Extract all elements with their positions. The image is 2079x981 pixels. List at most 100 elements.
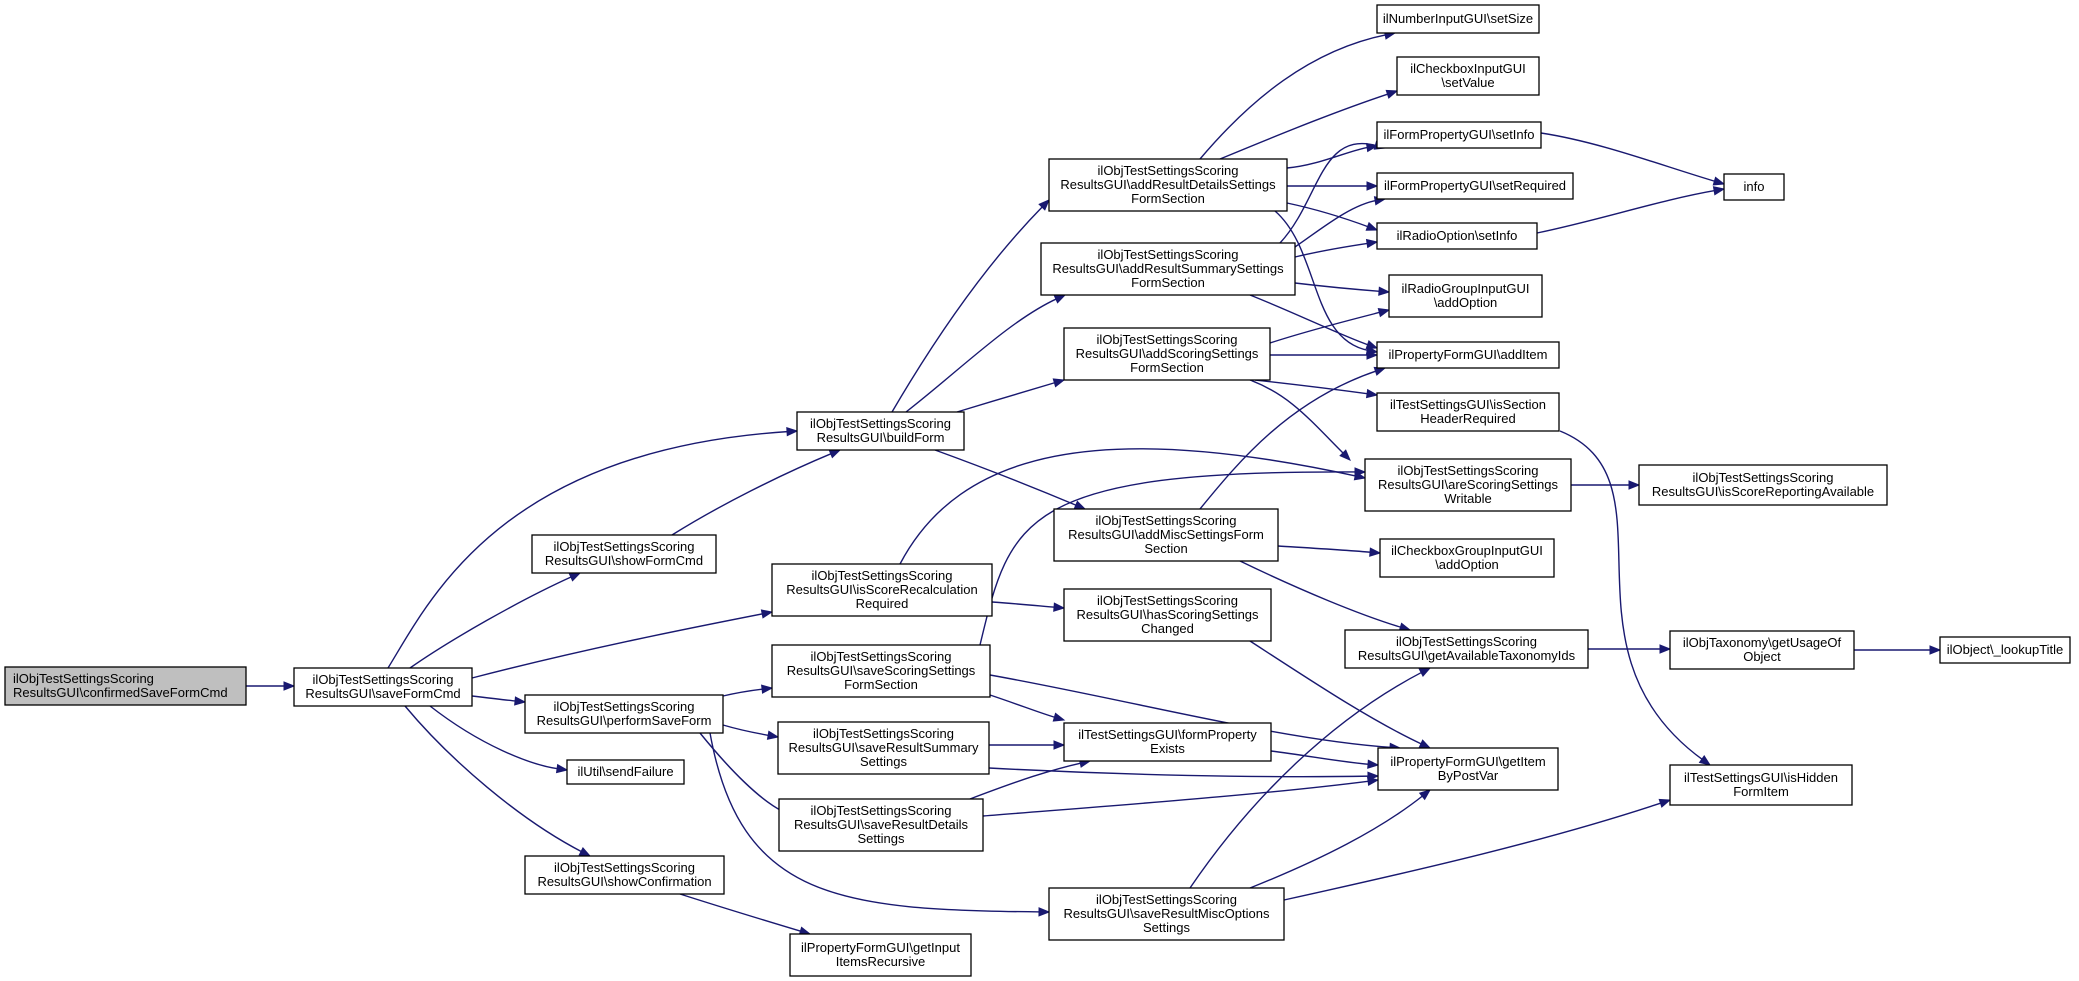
arrow-head-icon	[1365, 388, 1379, 399]
edge-line	[989, 694, 1057, 719]
function-node[interactable]: info	[1723, 173, 1785, 201]
node-label-line: ilObjTestSettingsScoring	[1098, 247, 1239, 262]
function-node[interactable]: ilObjTestSettingsScoringResultsGUI\hasSc…	[1063, 588, 1272, 642]
edge-n9-to-n22	[1294, 238, 1379, 258]
edge-line	[722, 688, 765, 697]
function-node[interactable]: ilObjTestSettingsScoringResultsGUI\showC…	[524, 855, 725, 895]
node-label-line: ilNumberInputGUI\setSize	[1383, 11, 1533, 26]
node-label-line: ResultsGUI\isScoreReportingAvailable	[1652, 484, 1874, 499]
function-node[interactable]: ilObjTestSettingsScoringResultsGUI\perfo…	[524, 694, 724, 734]
function-node[interactable]: ilCheckboxGroupInputGUI\addOption	[1379, 538, 1555, 578]
arrow-head-icon	[1038, 907, 1051, 917]
arrow-head-icon	[1712, 186, 1726, 196]
function-node[interactable]: ilUtil\sendFailure	[566, 759, 685, 785]
function-node[interactable]: ilObjTestSettingsScoringResultsGUI\areSc…	[1364, 458, 1572, 512]
arrow-head-icon	[1659, 644, 1672, 654]
function-node[interactable]: ilObjTestSettingsScoringResultsGUI\addRe…	[1040, 242, 1296, 296]
node-label-line: FormSection	[1131, 275, 1205, 290]
node-label-line: ResultsGUI\saveFormCmd	[305, 686, 460, 701]
edge-line	[1286, 146, 1370, 169]
root-function-node[interactable]: ilObjTestSettingsScoringResultsGUI\confi…	[4, 666, 247, 706]
function-node[interactable]: ilObjTestSettingsScoringResultsGUI\build…	[796, 411, 965, 451]
node-box	[1063, 327, 1271, 381]
edge-n16-to-n34	[1283, 798, 1672, 901]
node-label-line: Settings	[1143, 920, 1190, 935]
node-box	[1379, 538, 1555, 578]
function-node[interactable]: ilPropertyFormGUI\addItem	[1376, 341, 1560, 369]
function-node[interactable]: ilTestSettingsGUI\isSectionHeaderRequire…	[1376, 392, 1560, 432]
function-node[interactable]: ilRadioGroupInputGUI\addOption	[1388, 274, 1543, 318]
arrow-head-icon	[1052, 712, 1066, 722]
node-label-line: FormSection	[844, 677, 918, 692]
function-node[interactable]: ilObjTestSettingsScoringResultsGUI\addSc…	[1063, 327, 1271, 381]
node-box	[524, 855, 725, 895]
function-node[interactable]: ilObjTestSettingsScoringResultsGUI\saveR…	[1048, 887, 1285, 941]
arrow-head-icon	[1073, 500, 1087, 510]
node-box	[771, 644, 991, 698]
function-node[interactable]: ilObjTestSettingsScoringResultsGUI\saveS…	[771, 644, 991, 698]
edge-line	[1294, 242, 1370, 258]
arrow-head-icon	[1365, 221, 1379, 231]
function-node[interactable]: ilRadioOption\setInfo	[1376, 222, 1538, 250]
edge-n1-to-n4	[471, 609, 774, 679]
node-label-line: ilObjTestSettingsScoring	[1396, 634, 1537, 649]
function-node[interactable]: ilObjTestSettingsScoringResultsGUI\isSco…	[771, 563, 993, 617]
function-node[interactable]: ilObjTestSettingsScoringResultsGUI\getAv…	[1344, 629, 1589, 669]
edge-n8-to-n21	[1287, 181, 1379, 191]
function-node[interactable]: ilFormPropertyGUI\setRequired	[1376, 172, 1574, 200]
node-label-line: FormSection	[1130, 360, 1204, 375]
edge-n10-to-n25	[1254, 379, 1379, 399]
node-label-line: ilObjTestSettingsScoring	[1098, 163, 1239, 178]
edge-line	[409, 575, 573, 669]
arrow-head-icon	[1366, 776, 1380, 787]
node-label-line: Section	[1144, 541, 1187, 556]
function-node[interactable]: ilObjTestSettingsScoringResultsGUI\addMi…	[1053, 508, 1279, 562]
function-node[interactable]: ilObject\_lookupTitle	[1939, 636, 2071, 664]
function-node[interactable]: ilObjTestSettingsScoringResultsGUI\saveF…	[293, 667, 473, 707]
edge-n7-to-n17	[679, 893, 812, 936]
edge-line	[699, 732, 784, 813]
function-node[interactable]: ilObjTestSettingsScoringResultsGUI\saveR…	[777, 721, 990, 775]
edge-n2-to-n10	[956, 378, 1066, 413]
node-box	[1376, 4, 1540, 34]
node-label-line: Exists	[1150, 741, 1185, 756]
arrow-head-icon	[1366, 181, 1379, 191]
edge-n5-to-n13	[722, 684, 774, 697]
arrow-head-icon	[1378, 286, 1391, 296]
edge-line	[1270, 750, 1371, 766]
function-node[interactable]: ilFormPropertyGUI\setInfo	[1376, 121, 1542, 149]
edge-line	[1286, 202, 1370, 228]
edge-n10-to-n23	[1269, 308, 1391, 344]
arrow-head-icon	[1698, 755, 1712, 766]
function-node[interactable]: ilObjTestSettingsScoringResultsGUI\showF…	[531, 534, 717, 574]
function-node[interactable]: ilCheckboxInputGUI\setValue	[1396, 56, 1540, 96]
edge-line	[991, 601, 1057, 609]
arrow-head-icon	[1418, 667, 1432, 678]
node-label-line: ilObjTestSettingsScoring	[554, 699, 695, 714]
node-label-line: \addOption	[1434, 295, 1498, 310]
edge-n9-to-n21	[1294, 196, 1387, 248]
edge-line	[982, 780, 1371, 817]
arrow-head-icon	[1418, 739, 1432, 749]
function-node[interactable]: ilNumberInputGUI\setSize	[1376, 4, 1540, 34]
node-label-line: ilPropertyFormGUI\addItem	[1389, 347, 1548, 362]
function-node[interactable]: ilObjTestSettingsScoringResultsGUI\isSco…	[1638, 464, 1888, 506]
function-node[interactable]: ilObjTestSettingsScoringResultsGUI\addRe…	[1048, 158, 1288, 212]
node-box	[531, 534, 717, 574]
node-box	[1344, 629, 1589, 669]
function-node[interactable]: ilObjTestSettingsScoringResultsGUI\saveR…	[778, 798, 984, 852]
node-box	[1388, 274, 1543, 318]
node-label-line: ResultsGUI\saveResultSummary	[789, 740, 979, 755]
node-box	[1638, 464, 1888, 506]
node-label-line: ilObjTestSettingsScoring	[1097, 332, 1238, 347]
edge-n14-to-n30	[988, 767, 1380, 781]
edge-n8-to-n18	[1199, 30, 1397, 160]
node-label-line: ResultsGUI\saveResultDetails	[794, 817, 969, 832]
node-box	[1048, 158, 1288, 212]
node-box	[1376, 121, 1542, 149]
